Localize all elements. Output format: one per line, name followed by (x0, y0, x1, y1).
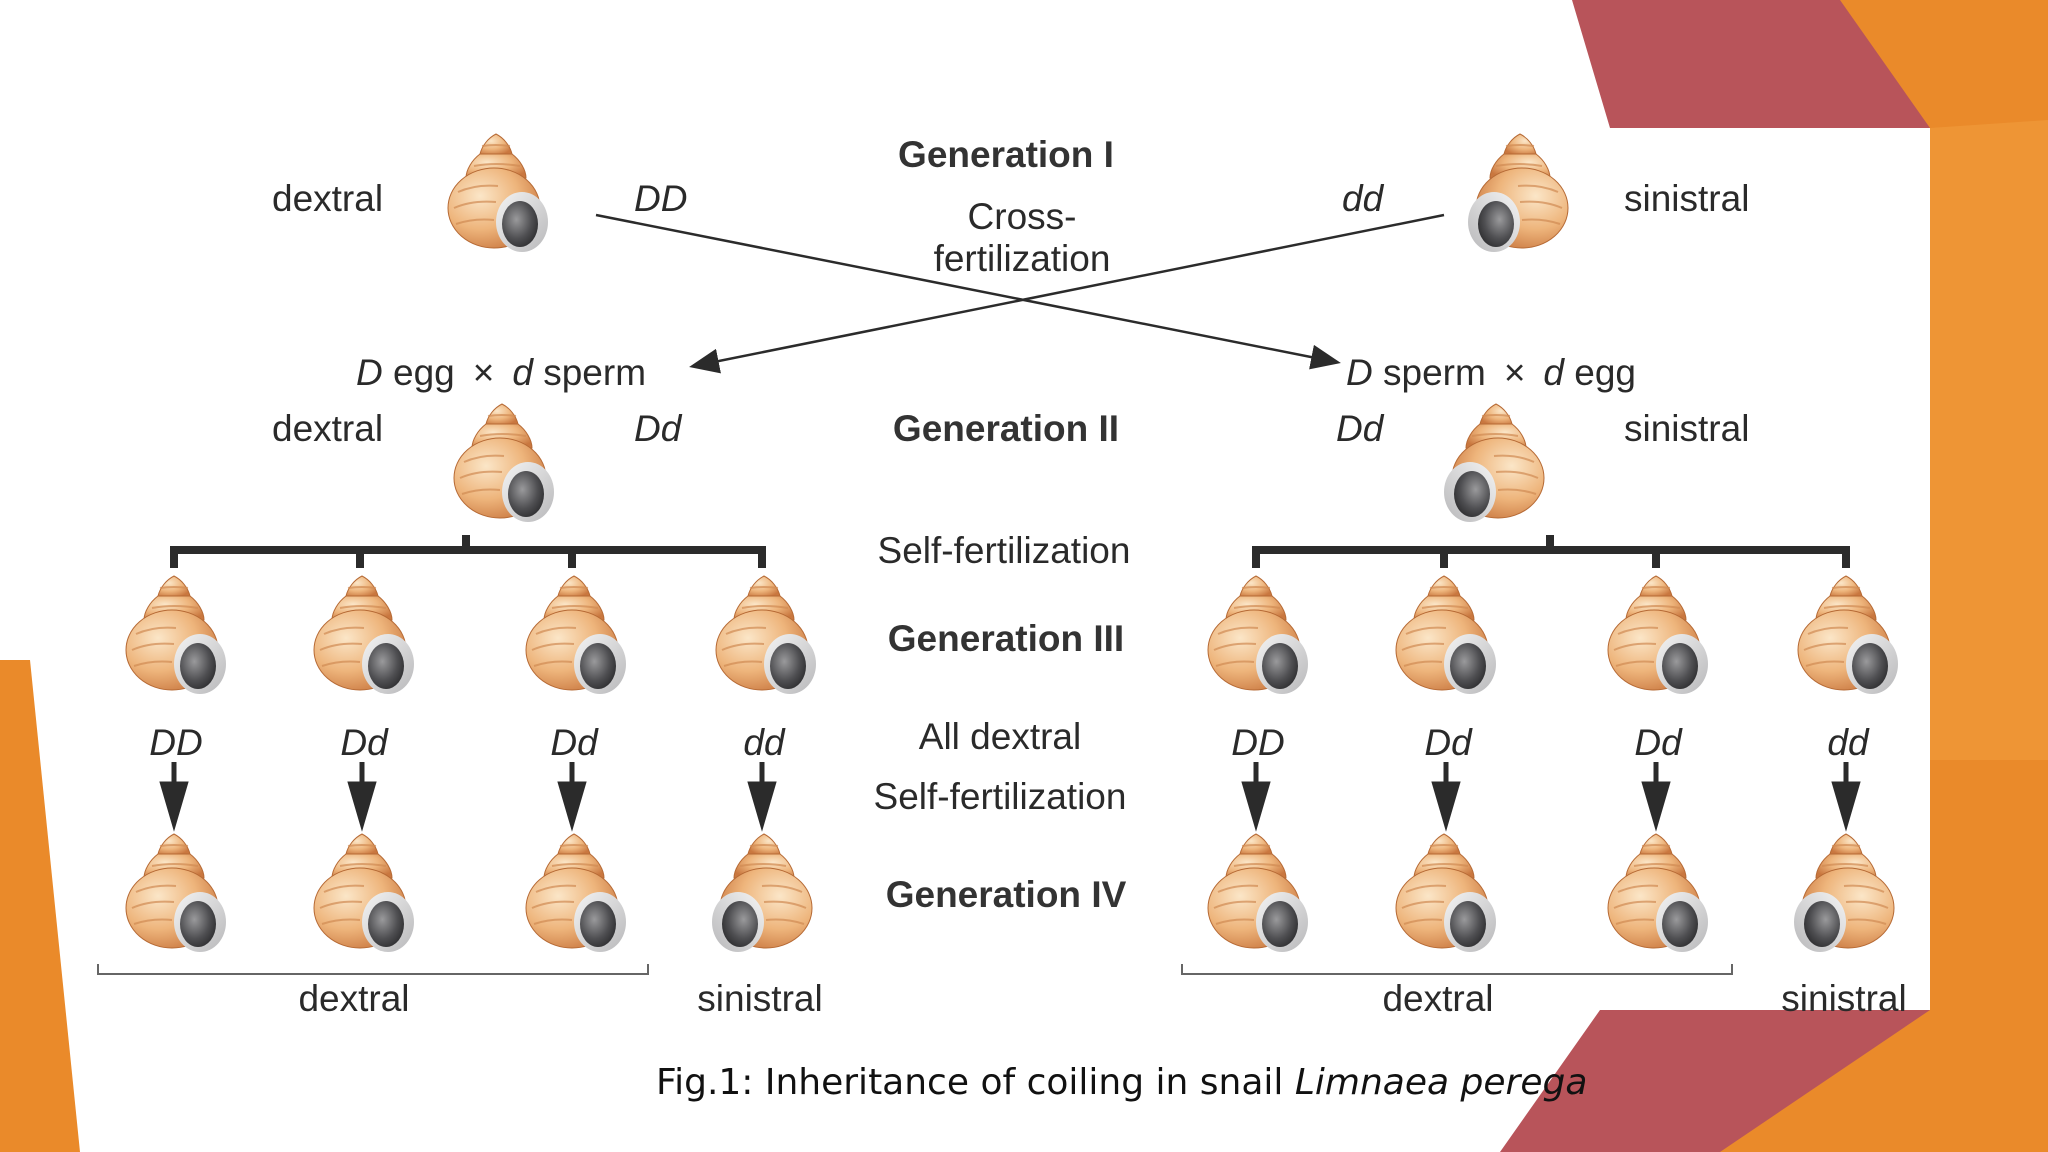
cross-right-label: D sperm×d egg (1346, 352, 1637, 393)
figure-caption: Fig.1: Inheritance of coiling in snail L… (656, 1062, 1588, 1103)
all-dextral-label: All dextral (918, 716, 1082, 757)
snail-gen1-dextral (447, 133, 549, 253)
down-arrow-8 (1831, 762, 1861, 832)
gen3-genotype-2: Dd (340, 722, 388, 763)
down-arrow-6 (1431, 762, 1461, 832)
snail-gen3-2 (313, 575, 415, 695)
generation-2-label: Generation II (892, 408, 1120, 449)
generation-4-label: Generation IV (885, 874, 1127, 915)
gen2-genotype-left: Dd (634, 408, 682, 449)
dextral-bracket-right (1181, 964, 1733, 975)
gen3-genotype-1: DD (149, 722, 203, 763)
dextral-bracket-left (97, 964, 649, 975)
snail-gen2-sinistral (1444, 404, 1544, 522)
snail-gen4-3 (525, 833, 627, 953)
down-arrow-5 (1241, 762, 1271, 832)
cross-label-1: Cross- (967, 196, 1077, 237)
gen2-dextral-label: dextral (272, 408, 384, 449)
snail-gen3-1 (125, 575, 227, 695)
cross-arrow-dd-reverse (689, 213, 1445, 374)
self-fert-label-2: Self-fertilization (873, 776, 1127, 817)
gen3-genotype-4: dd (743, 722, 785, 763)
gen2-genotype-right: Dd (1336, 408, 1384, 449)
gen4-dextral-label-right: dextral (1382, 978, 1494, 1019)
gen4-sinistral-label-left: sinistral (697, 978, 823, 1019)
snail-gen4-2 (313, 833, 415, 953)
cross-label-2: fertilization (933, 238, 1111, 279)
down-arrow-7 (1641, 762, 1671, 832)
snail-gen4-6 (1395, 833, 1497, 953)
snail-gen4-5 (1207, 833, 1309, 953)
gen3-genotype-5: DD (1231, 722, 1285, 763)
self-fert-label-1: Self-fertilization (877, 530, 1131, 571)
gen4-sinistral-label-right: sinistral (1781, 978, 1907, 1019)
down-arrow-2 (347, 762, 377, 832)
generation-3-label: Generation III (887, 618, 1125, 659)
self-fert-bracket-right (1252, 535, 1850, 568)
down-arrows (159, 762, 1861, 832)
gen3-genotype-3: Dd (550, 722, 598, 763)
gen3-genotype-6: Dd (1424, 722, 1472, 763)
snail-gen3-3 (525, 575, 627, 695)
cross-left-label: D egg×d sperm (356, 352, 647, 393)
generation-1-label: Generation I (898, 134, 1114, 175)
gen1-genotype-dd-upper: DD (634, 178, 688, 219)
snail-gen3-5 (1207, 575, 1309, 695)
gen1-sinistral-label: sinistral (1624, 178, 1750, 219)
snail-gen4-1 (125, 833, 227, 953)
gen3-genotype-7: Dd (1634, 722, 1682, 763)
gen2-sinistral-label: sinistral (1624, 408, 1750, 449)
gen3-genotype-8: dd (1827, 722, 1869, 763)
down-arrow-1 (159, 762, 189, 832)
snail-gen2-dextral (453, 403, 555, 523)
gen1-genotype-dd-lower: dd (1342, 178, 1384, 219)
snail-gen1-sinistral (1468, 134, 1568, 252)
snail-gen3-6 (1395, 575, 1497, 695)
down-arrow-4 (747, 762, 777, 832)
cross-arrow-dd (595, 213, 1341, 370)
snail-gen4-4-sinistral (712, 834, 812, 952)
gen4-dextral-label-left: dextral (298, 978, 410, 1019)
self-fert-bracket-left (170, 535, 766, 568)
gen1-dextral-label: dextral (272, 178, 384, 219)
snail-gen3-4 (715, 575, 817, 695)
down-arrow-3 (557, 762, 587, 832)
